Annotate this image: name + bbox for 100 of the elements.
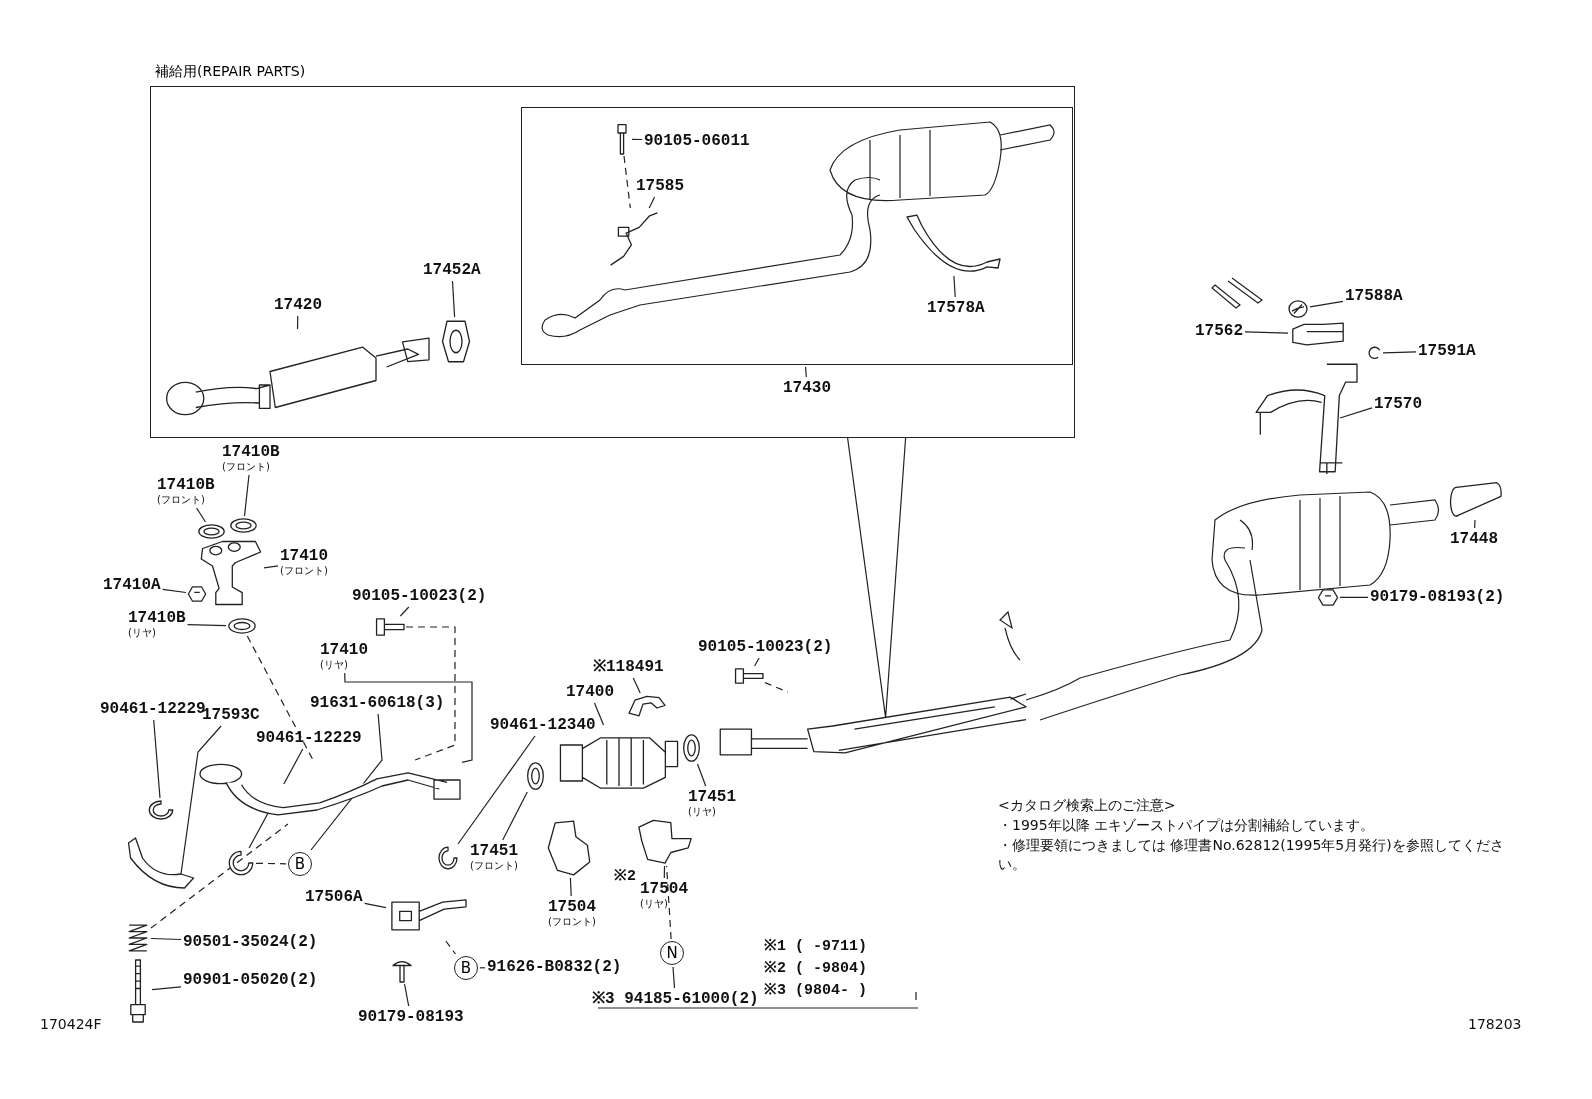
gasket-ring-drawing [228, 618, 256, 634]
leader-line [648, 196, 656, 209]
leader-line [296, 315, 299, 330]
leader-line [754, 657, 760, 667]
leader-line [399, 606, 410, 617]
assembly-line [255, 862, 287, 865]
leader-line [502, 791, 528, 841]
part-number: 17506A [305, 888, 363, 906]
part-number: 90105-06011 [644, 132, 750, 150]
assembly-line [405, 626, 456, 761]
part-number: 17410 [280, 547, 328, 565]
footnote: ※2 ( -9804) [764, 959, 867, 977]
leader-line [479, 967, 486, 969]
assembly-line [246, 635, 314, 761]
leader-line [805, 366, 807, 378]
footnote: ※2 [614, 867, 636, 885]
clamp-drawing [438, 846, 458, 870]
clamp-drawing [228, 850, 254, 876]
part-number: 91631-60618(3) [310, 694, 445, 712]
plug-drawing [1288, 300, 1308, 318]
leader-line [631, 138, 643, 141]
catalog-note: <カタログ検索上のご注意> [998, 796, 1177, 815]
gasket-ring-drawing [198, 524, 225, 539]
leader-line [310, 713, 383, 851]
part-number: 17504 [548, 898, 596, 916]
leader-line [196, 507, 207, 523]
assembly-line [150, 823, 289, 929]
leader-line [1339, 407, 1373, 419]
part-number: 17570 [1374, 395, 1422, 413]
leader-line [151, 986, 182, 991]
part-number: ※3 94185-61000(2) [592, 990, 759, 1008]
leader-line [451, 280, 456, 318]
section-heading: 補給用(REPAIR PARTS) [155, 63, 306, 81]
leader-line [569, 877, 572, 897]
part-number: 17448 [1450, 530, 1498, 548]
figure-number: 178203 [1468, 1016, 1522, 1032]
part-number: 17410 [320, 641, 368, 659]
position-note: (フロント) [222, 461, 271, 473]
part-number: 90105-10023(2) [352, 587, 487, 605]
part-number: 17588A [1345, 287, 1403, 305]
leader-line [153, 719, 161, 799]
gasket-ring-drawing [527, 762, 544, 790]
part-number: 90461-12340 [490, 716, 596, 734]
part-number: 17578A [927, 299, 985, 317]
clip-drawing [1367, 346, 1381, 360]
part-number: ※118491 [593, 658, 664, 676]
detail-frame [521, 107, 1073, 365]
heat-insulator-drawing [125, 838, 195, 888]
sensor-wire-drawing [608, 210, 660, 268]
nut-drawing [188, 586, 206, 602]
part-number: 17562 [1195, 322, 1243, 340]
leader-line [663, 865, 666, 879]
leader-line [632, 677, 641, 694]
bracket-drawing [1253, 362, 1357, 474]
catalog-note: ・修理要領につきましては 修理書No.62812(1995年5月発行)を参照してください。 [998, 836, 1505, 874]
bolt-drawing [614, 124, 630, 154]
position-note: (リヤ) [688, 806, 717, 818]
footnote: ※3 (9804- ) [764, 981, 867, 999]
catalog-note: ・1995年以降 エキゾーストパイプは分割補給しています。 [998, 816, 1376, 835]
part-number: 90461-12229 [256, 729, 362, 747]
part-number: 17591A [1418, 342, 1476, 360]
leader-line [1382, 351, 1417, 354]
part-number: 17410B [128, 609, 186, 627]
part-number: 90179-08193(2) [1370, 588, 1505, 606]
leader-line [1474, 519, 1476, 529]
leader-line [162, 588, 187, 594]
assembly-line [623, 155, 631, 209]
part-number: 17451 [470, 842, 518, 860]
part-number: 17400 [566, 683, 614, 701]
cushion-drawing [1290, 322, 1346, 346]
position-note: (リヤ) [128, 627, 157, 639]
part-number: 17585 [636, 177, 684, 195]
clamp-drawing [148, 800, 174, 820]
footnote: ※1 ( -9711) [764, 937, 867, 955]
part-number: 90501-35024(2) [183, 933, 318, 951]
nut-drawing [1318, 589, 1338, 606]
part-number: 17452A [423, 261, 481, 279]
part-number: 17504 [640, 880, 688, 898]
leader-line [1339, 596, 1369, 598]
figure-number: 170424F [40, 1016, 102, 1032]
leader-line [243, 474, 250, 517]
part-number: 17410B [157, 476, 215, 494]
part-number: 17420 [274, 296, 322, 314]
leader-line [672, 966, 676, 989]
position-note: (フロント) [157, 494, 206, 506]
tail-pipe-drawing [1450, 482, 1502, 518]
position-note: (フロント) [548, 916, 596, 928]
bolt-drawing [376, 618, 404, 636]
position-note: (フロント) [470, 860, 518, 872]
gasket-ring-drawing [683, 734, 700, 762]
gasket-drawing [441, 319, 471, 364]
leader-line [150, 937, 182, 941]
leader-line [1309, 300, 1344, 308]
leader-line [403, 983, 410, 1007]
bolt-drawing [735, 668, 763, 684]
part-number: 17410B [222, 443, 280, 461]
leader-line [344, 672, 473, 763]
leader-line [180, 725, 222, 875]
spring-drawing [127, 922, 149, 954]
assembly-line [764, 682, 789, 693]
